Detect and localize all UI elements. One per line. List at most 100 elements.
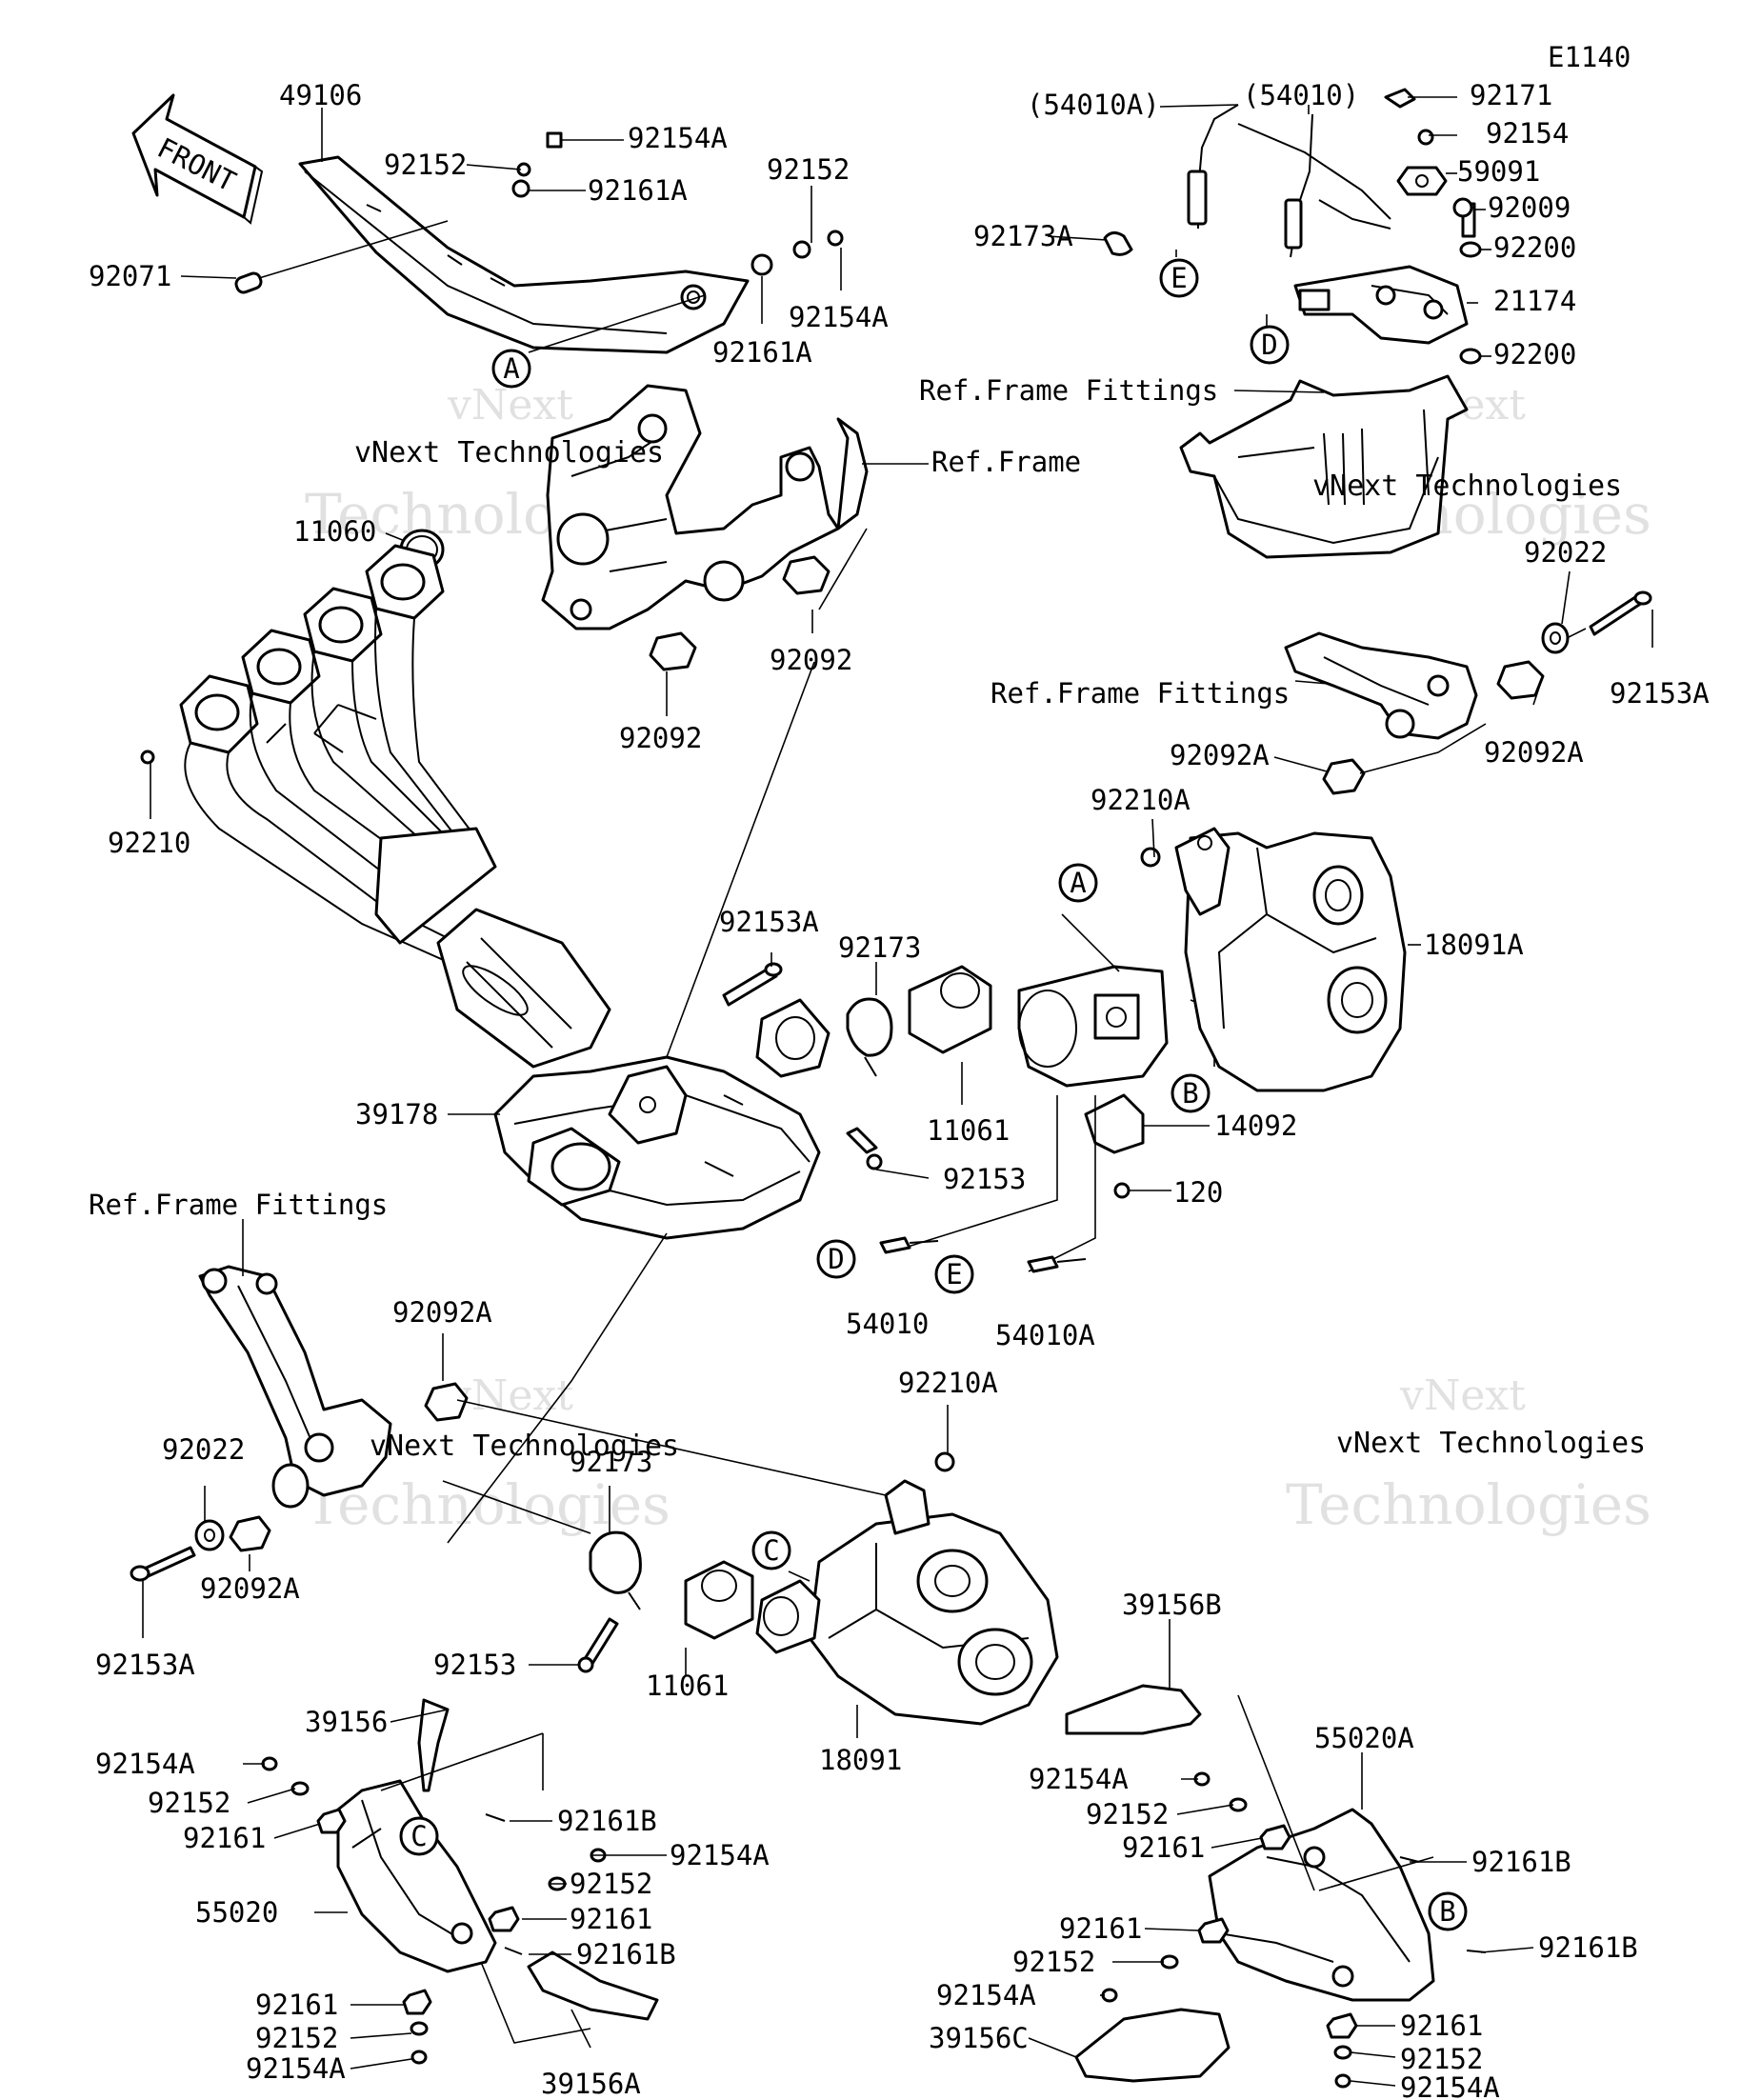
part-label: 92161 [183, 1822, 266, 1854]
watermark-caption: vNext Technologies [1312, 470, 1622, 503]
part-label: 92161 [1122, 1831, 1205, 1864]
part-label: 92154A [95, 1748, 195, 1780]
part-label: 92152 [1012, 1946, 1095, 1978]
callout-a: A [503, 352, 519, 385]
left-frame-fitting [130, 1265, 469, 1582]
part-label: 92173 [838, 931, 921, 964]
exhaust-header-pipes [140, 544, 611, 1069]
part-label: 92152 [1086, 1798, 1169, 1830]
part-label: 92161A [588, 174, 688, 207]
part-label: 92161 [570, 1903, 652, 1935]
part-label: (54010) [1243, 79, 1359, 111]
part-label: 92210A [1091, 784, 1191, 816]
watermark-text: vNext [447, 381, 573, 430]
pre-chamber-39178 [493, 998, 830, 1240]
part-label: 92092A [1484, 736, 1584, 769]
part-label: 92154A [246, 2052, 346, 2085]
leaders-lower-right [1028, 1619, 1534, 2087]
part-label: 92210A [898, 1367, 998, 1399]
right-muffler-18091A [1140, 590, 1652, 1092]
part-label: 39178 [355, 1098, 438, 1130]
callout-b: B [1439, 1895, 1455, 1928]
part-label: 92210 [108, 827, 190, 859]
leaders-left-muffler [442, 1405, 949, 1738]
part-label: 92092A [200, 1572, 300, 1605]
part-label: 92092A [392, 1296, 492, 1329]
callout-c: C [763, 1534, 779, 1567]
part-label: 92161B [576, 1938, 676, 1970]
part-label: 92153A [95, 1649, 195, 1681]
part-label: 59091 [1457, 155, 1540, 188]
watermark-text: Technologies [1286, 1472, 1651, 1537]
lower-cover-left [261, 1698, 659, 2065]
leaders-left-fitting [142, 1219, 887, 1638]
diagram-code: E1140 [1548, 41, 1631, 73]
leaders-right-muffler [1151, 570, 1653, 946]
part-label: 18091A [1424, 929, 1524, 961]
leaders-top-left [180, 108, 842, 353]
connector-pipe-parts [722, 962, 1169, 1199]
part-label: 92154A [936, 1979, 1036, 2011]
frame-reference [399, 384, 869, 671]
part-label: 11061 [927, 1114, 1010, 1147]
part-label: 39156B [1122, 1589, 1222, 1621]
part-label: 55020A [1314, 1722, 1414, 1754]
leaders-lower-left [243, 1709, 667, 2070]
part-label: 92092A [1170, 739, 1270, 771]
leaders-top-right [1047, 96, 1491, 393]
part-label: 92200 [1493, 338, 1576, 370]
part-label: 21174 [1493, 285, 1576, 317]
part-label: Ref.Frame Fittings [919, 374, 1218, 407]
part-labels: E1140 49106 92152 92154A 92161A 92152 92… [89, 41, 1710, 2100]
watermark-caption: vNext Technologies [1336, 1427, 1646, 1460]
callout-b: B [1182, 1077, 1198, 1110]
part-label: 92161B [1471, 1846, 1571, 1878]
callouts: A A B B C C D D E E [399, 258, 1468, 1931]
part-label: 92092 [770, 644, 852, 676]
part-label: 92161B [1538, 1931, 1638, 1964]
callout-d: D [1261, 329, 1277, 361]
part-label: 92200 [1493, 231, 1576, 264]
part-label: 39156 [305, 1706, 388, 1738]
part-label: 14092 [1214, 1110, 1297, 1142]
part-label: 92152 [255, 2022, 338, 2054]
callout-e: E [946, 1258, 962, 1290]
part-label: 39156A [541, 2068, 641, 2100]
leaders-frame [385, 463, 929, 1058]
part-label: 92153 [433, 1649, 516, 1681]
part-label: 18091 [819, 1744, 902, 1776]
part-label: 92154A [1400, 2071, 1500, 2100]
part-label: 92154A [670, 1839, 770, 1871]
part-label: 92161A [712, 336, 812, 369]
watermark-text: vNext [1399, 1371, 1526, 1420]
part-label: 54010A [995, 1319, 1095, 1351]
front-arrow-icon: FRONT [131, 93, 264, 225]
part-label: 92154A [1029, 1763, 1129, 1795]
part-label: 49106 [279, 79, 362, 111]
part-label: 92152 [1400, 2043, 1483, 2075]
callout-d: D [828, 1243, 844, 1275]
part-label: 92153 [943, 1163, 1026, 1195]
lower-cover-right [1065, 1684, 1487, 2089]
upper-heat-shield [234, 131, 844, 354]
part-label: 92161 [255, 1989, 338, 2021]
part-label: 92154A [628, 122, 728, 154]
part-label: 92022 [162, 1433, 245, 1466]
part-label: 92154 [1486, 117, 1569, 150]
part-label: Ref.Frame Fittings [89, 1189, 388, 1221]
part-label: 39156C [929, 2022, 1029, 2054]
watermark-overlay: vNext Technologies vNext Technologies vN… [354, 436, 1646, 1463]
part-label: 92153A [719, 906, 819, 938]
watermark-caption: vNext Technologies [370, 1430, 679, 1463]
part-label: 92152 [148, 1787, 230, 1819]
valve-actuator-assembly [1103, 88, 1482, 559]
part-label: Ref.Frame Fittings [991, 677, 1290, 710]
left-muffler-18091 [577, 1451, 1059, 1726]
part-label: 92161 [1059, 1912, 1142, 1945]
callout-e: E [1171, 262, 1187, 294]
part-label: 92154A [789, 301, 889, 333]
cable-ends [879, 1236, 1087, 1273]
part-label: 92152 [767, 153, 850, 186]
part-label: 92153A [1610, 677, 1710, 710]
